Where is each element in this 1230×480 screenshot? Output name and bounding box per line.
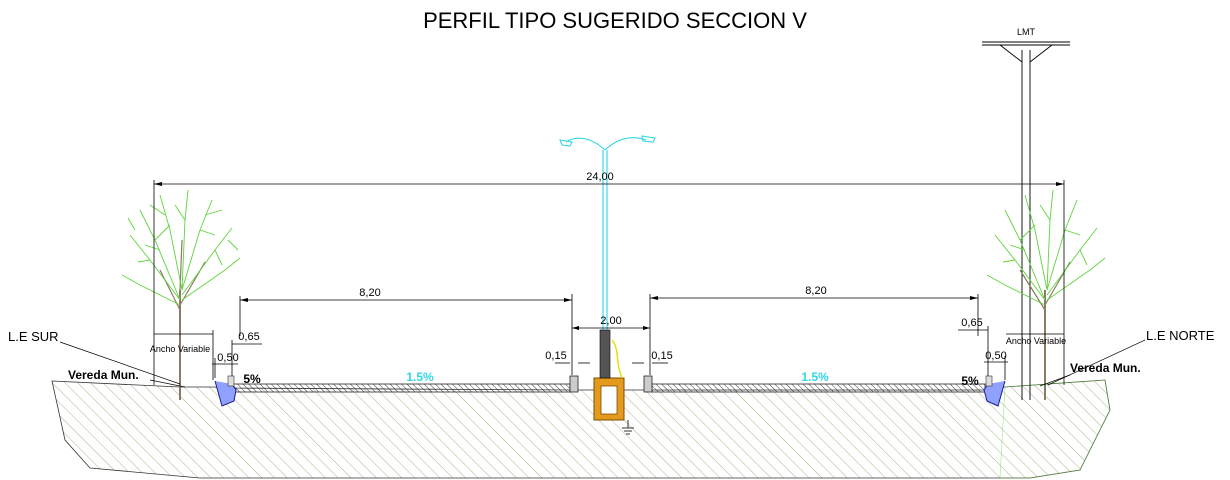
vereda-left-leader (149, 379, 186, 388)
tree-left (121, 189, 241, 400)
right-sidewalk-ground (999, 379, 1111, 479)
gutter-left (214, 375, 237, 407)
dim-curb-right-label: 0,50 (985, 350, 1006, 362)
dim-sidewalk-left-label: Ancho Variable (150, 344, 210, 354)
dim-sidewalk-right-label: Ancho Variable (1006, 336, 1066, 346)
lmt-label: LMT (1017, 27, 1036, 37)
tree-right (986, 189, 1106, 400)
pavement-left (231, 383, 571, 393)
dim-gutter-right (958, 326, 989, 376)
dim-curb-left-label: 0,50 (217, 352, 238, 364)
slope-gutter-left: 5% (243, 372, 261, 386)
le-norte-label: L.E NORTE (1146, 328, 1215, 343)
dim-curb-left (212, 358, 238, 378)
vereda-right-label: Vereda Mun. (1070, 361, 1141, 375)
le-sur-label: L.E SUR (8, 329, 59, 344)
slope-lane-left: 1.5% (406, 370, 434, 384)
dim-total (153, 180, 1065, 385)
dim-lane-left (239, 294, 573, 375)
slope-gutter-right: 5% (961, 374, 979, 388)
dim-curb-right (984, 356, 1008, 380)
light-base (599, 329, 623, 379)
drawing-title: PERFIL TIPO SUGERIDO SECCION V (423, 8, 807, 33)
le-sur-leader (59, 341, 181, 385)
dim-gutter-right-label: 0,65 (961, 317, 982, 329)
terrain (51, 379, 1111, 479)
dim-lane-left-label: 8,20 (359, 287, 380, 299)
dim-median (572, 326, 650, 330)
dim-lane-right (649, 294, 979, 375)
dim-lane-right-label: 8,20 (805, 285, 826, 297)
vereda-right-leader (1039, 374, 1071, 387)
dim-gutter-left (231, 340, 262, 376)
median-curb-right (643, 375, 653, 393)
dim-sidewalk-left (154, 330, 214, 380)
dim-median-left-label: 0,15 (545, 350, 566, 362)
slope-lane-right: 1.5% (801, 370, 829, 384)
dim-median-label: 2,00 (600, 315, 621, 327)
lmt-pole (982, 41, 1070, 400)
vereda-left-label: Vereda Mun. (68, 368, 139, 382)
gutter-right (983, 375, 1006, 407)
dim-median-right-label: 0,15 (651, 350, 672, 362)
pavement-right (651, 383, 986, 393)
dim-gutter-left-label: 0,65 (238, 331, 259, 343)
median-curb-left (569, 375, 579, 393)
dim-total-label: 24,00 (586, 171, 614, 183)
